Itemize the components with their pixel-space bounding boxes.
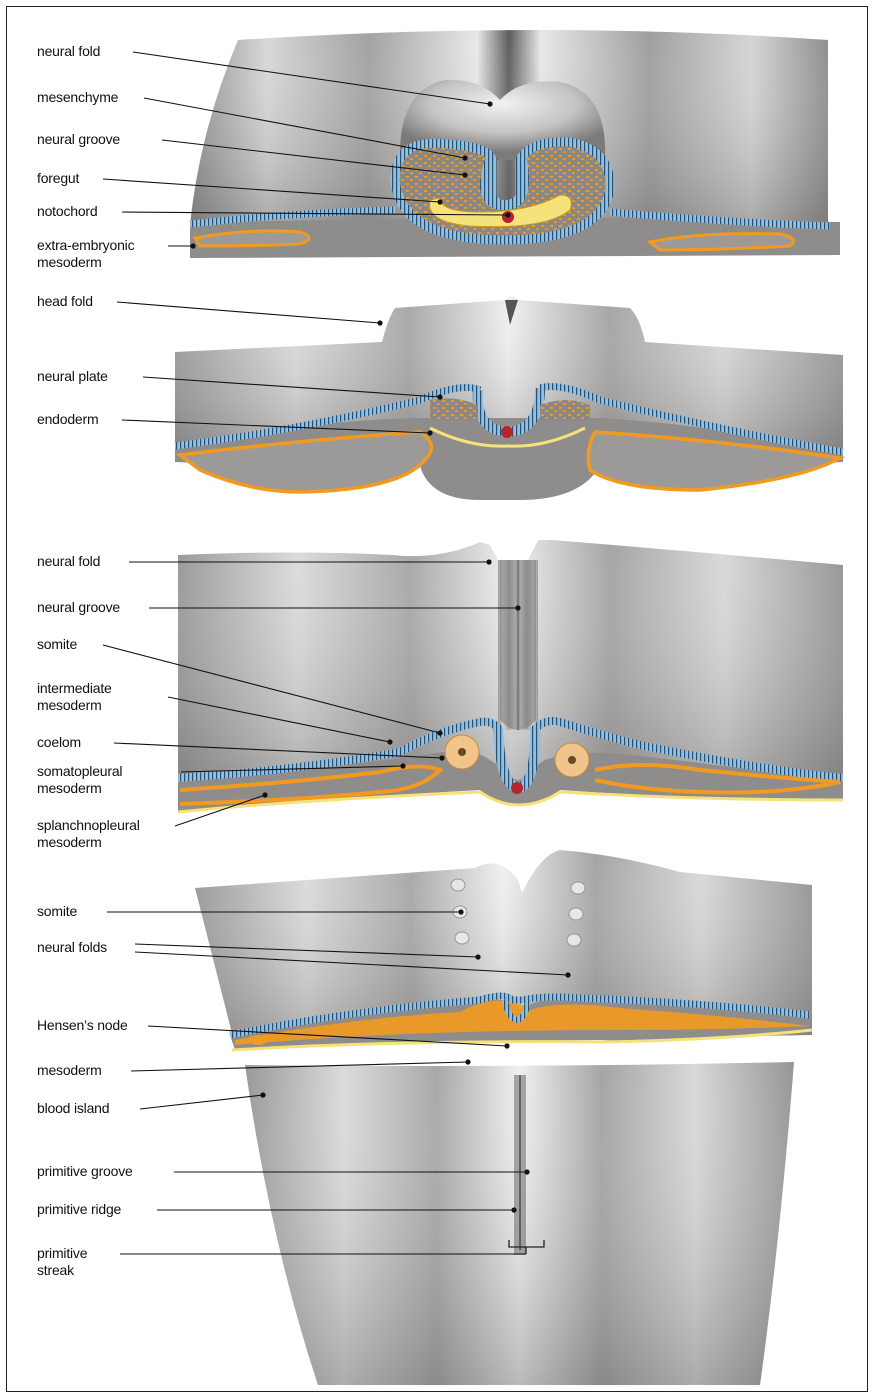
label-blood-island: blood island bbox=[37, 1100, 109, 1117]
panel-2-illustration bbox=[175, 296, 843, 500]
label-coelom: coelom bbox=[37, 734, 81, 751]
label-neural-folds: neural folds bbox=[37, 939, 107, 956]
label-neural-groove-1: neural groove bbox=[37, 131, 120, 148]
label-hensens-node: Hensen’s node bbox=[37, 1017, 128, 1034]
label-primitive-groove: primitive groove bbox=[37, 1163, 133, 1180]
label-head-fold: head fold bbox=[37, 293, 93, 310]
label-foregut: foregut bbox=[37, 170, 79, 187]
label-notochord: notochord bbox=[37, 203, 97, 220]
label-neural-groove-3: neural groove bbox=[37, 599, 120, 616]
label-mesoderm: mesoderm bbox=[37, 1062, 102, 1079]
label-somatopleural-mesoderm: somatopleural mesoderm bbox=[37, 763, 122, 797]
panel-1-illustration bbox=[190, 30, 840, 258]
panel-3-illustration bbox=[178, 540, 843, 812]
panel-5-illustration bbox=[245, 1062, 794, 1385]
label-neural-fold-1: neural fold bbox=[37, 43, 100, 60]
label-primitive-ridge: primitive ridge bbox=[37, 1201, 121, 1218]
label-extra-embryonic-mesoderm: extra-embryonic mesoderm bbox=[37, 237, 134, 271]
label-somite-4: somite bbox=[37, 903, 77, 920]
label-intermediate-mesoderm: intermediate mesoderm bbox=[37, 680, 112, 714]
label-primitive-streak: primitive streak bbox=[37, 1245, 87, 1279]
label-endoderm: endoderm bbox=[37, 411, 98, 428]
label-neural-fold-3: neural fold bbox=[37, 553, 100, 570]
label-mesenchyme: mesenchyme bbox=[37, 89, 118, 106]
label-somite-3: somite bbox=[37, 636, 77, 653]
label-splanchnopleural-mesoderm: splanchnopleural mesoderm bbox=[37, 817, 140, 851]
label-neural-plate: neural plate bbox=[37, 368, 108, 385]
